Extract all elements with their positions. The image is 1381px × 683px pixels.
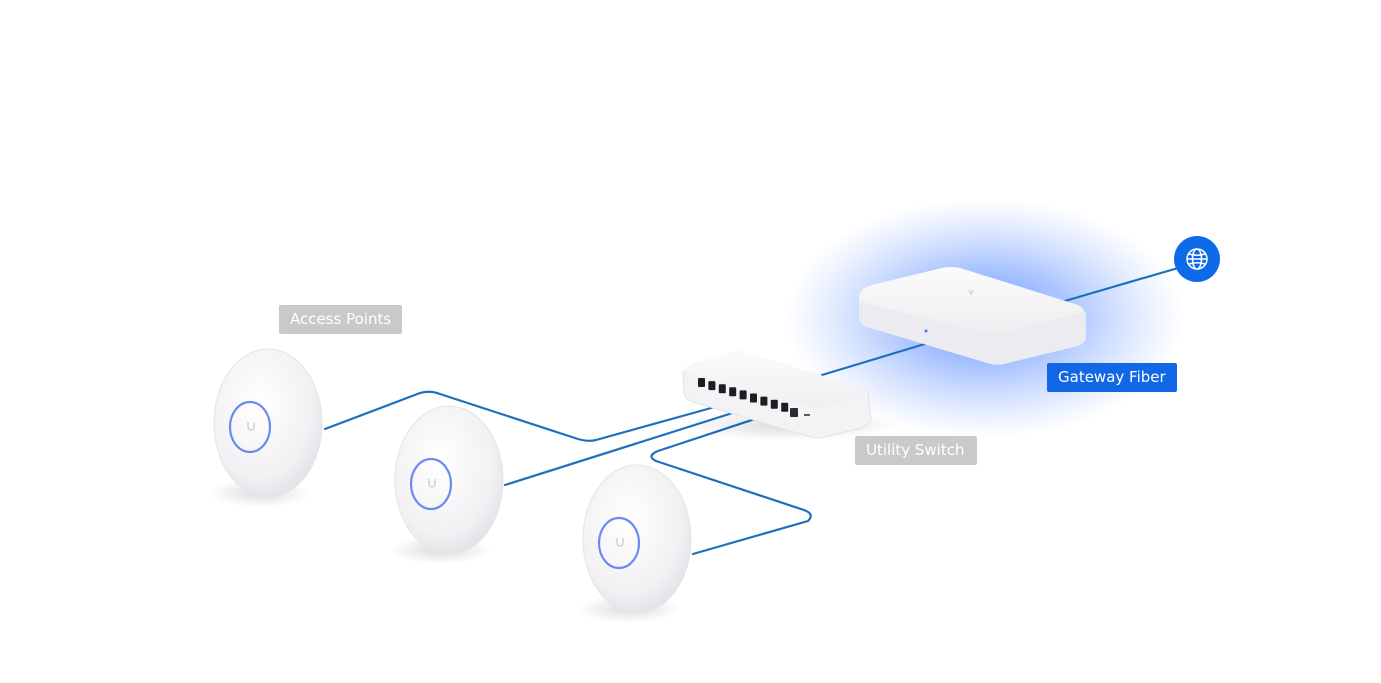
access-point-led-ring — [409, 457, 453, 511]
cable-internet-gateway — [1056, 266, 1180, 305]
switch-port — [729, 387, 737, 397]
access-point-2 — [389, 405, 504, 564]
gateway-top — [859, 267, 1083, 334]
gateway-logo — [968, 289, 974, 296]
cable-switch-ap-3 — [650, 412, 812, 556]
access-points-group — [208, 348, 692, 623]
switch-port — [708, 381, 716, 391]
access-point-logo — [428, 479, 436, 488]
access-point-disc — [394, 405, 504, 555]
access-point-3 — [577, 464, 692, 623]
globe-icon-glyph — [1186, 248, 1208, 270]
switch-port — [760, 396, 768, 406]
switch-port — [718, 384, 726, 394]
access-point-logo — [616, 538, 624, 547]
switch-usb-port — [804, 414, 810, 416]
switch-port — [698, 378, 705, 387]
globe-icon[interactable] — [1174, 236, 1220, 282]
access-point-led-ring — [597, 516, 641, 570]
cable-switch-ap-1 — [323, 390, 724, 442]
access-point-logo — [247, 422, 255, 431]
gateway-fiber-label: Gateway Fiber — [1047, 363, 1177, 392]
cable-gateway-switch — [820, 341, 930, 377]
access-points-label: Access Points — [279, 305, 402, 334]
switch-sfp-port — [790, 408, 798, 417]
access-point-1 — [208, 348, 323, 507]
gateway-status-led — [924, 329, 928, 333]
switch-top — [683, 351, 868, 408]
access-point-disc — [213, 348, 323, 498]
utility-switch-device — [680, 350, 900, 441]
access-point-led-ring — [228, 400, 272, 454]
switch-port — [739, 390, 747, 400]
switch-port — [781, 402, 789, 412]
utility-switch-label: Utility Switch — [855, 436, 977, 465]
cables — [323, 266, 1180, 556]
access-point-disc — [582, 464, 692, 614]
switch-port — [770, 399, 778, 409]
gateway-fiber-device — [859, 267, 1086, 365]
switch-port — [750, 393, 757, 403]
switch-ports — [698, 378, 810, 417]
